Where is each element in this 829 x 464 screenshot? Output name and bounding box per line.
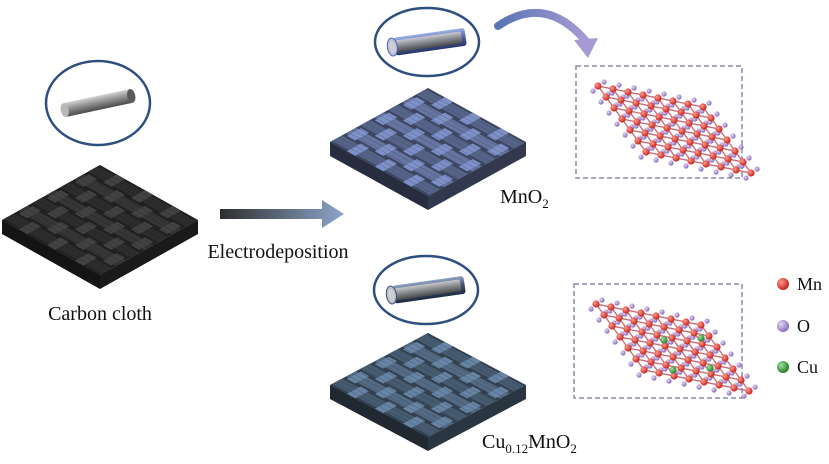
mno2-group: MnO2 — [329, 6, 760, 211]
zoom-curve-arrowhead — [574, 38, 598, 58]
fiber-rod-icon — [60, 89, 136, 117]
cu-crystal-structure — [588, 297, 758, 399]
atom-legend: Mn O Cu — [777, 274, 822, 377]
coated-fiber-icon — [386, 28, 467, 57]
carbon-cloth-icon — [1, 165, 198, 289]
mno2-crystal-structure — [590, 79, 760, 181]
legend-item-o: O — [777, 316, 810, 336]
electrodeposition-arrow: Electrodeposition — [207, 200, 349, 263]
legend-item-mn: Mn — [777, 274, 822, 294]
zoom-curve-arrow — [494, 9, 589, 44]
carbon-cloth-group: Carbon cloth — [1, 59, 198, 325]
mno2-label: MnO2 — [500, 186, 549, 211]
legend-label-mn: Mn — [797, 274, 822, 294]
legend-item-cu: Cu — [777, 357, 818, 377]
cu-mno2-cloth-icon — [329, 333, 526, 451]
legend-label-o: O — [797, 316, 810, 336]
coated-fiber-icon — [385, 276, 466, 305]
o-atom-icon — [777, 320, 789, 332]
carbon-cloth-label: Carbon cloth — [48, 303, 152, 325]
mno2-cloth-icon — [329, 88, 526, 210]
legend-label-cu: Cu — [797, 357, 818, 377]
cu-mno2-label: Cu0.12MnO2 — [482, 431, 577, 456]
electrodeposition-label: Electrodeposition — [207, 241, 348, 263]
mn-atom-icon — [777, 278, 789, 290]
cu-crystal-frame — [573, 283, 743, 399]
cu-mno2-group: Cu0.12MnO2 — [329, 254, 758, 456]
mno2-crystal-frame — [575, 65, 743, 179]
cu-atom-icon — [777, 361, 789, 373]
